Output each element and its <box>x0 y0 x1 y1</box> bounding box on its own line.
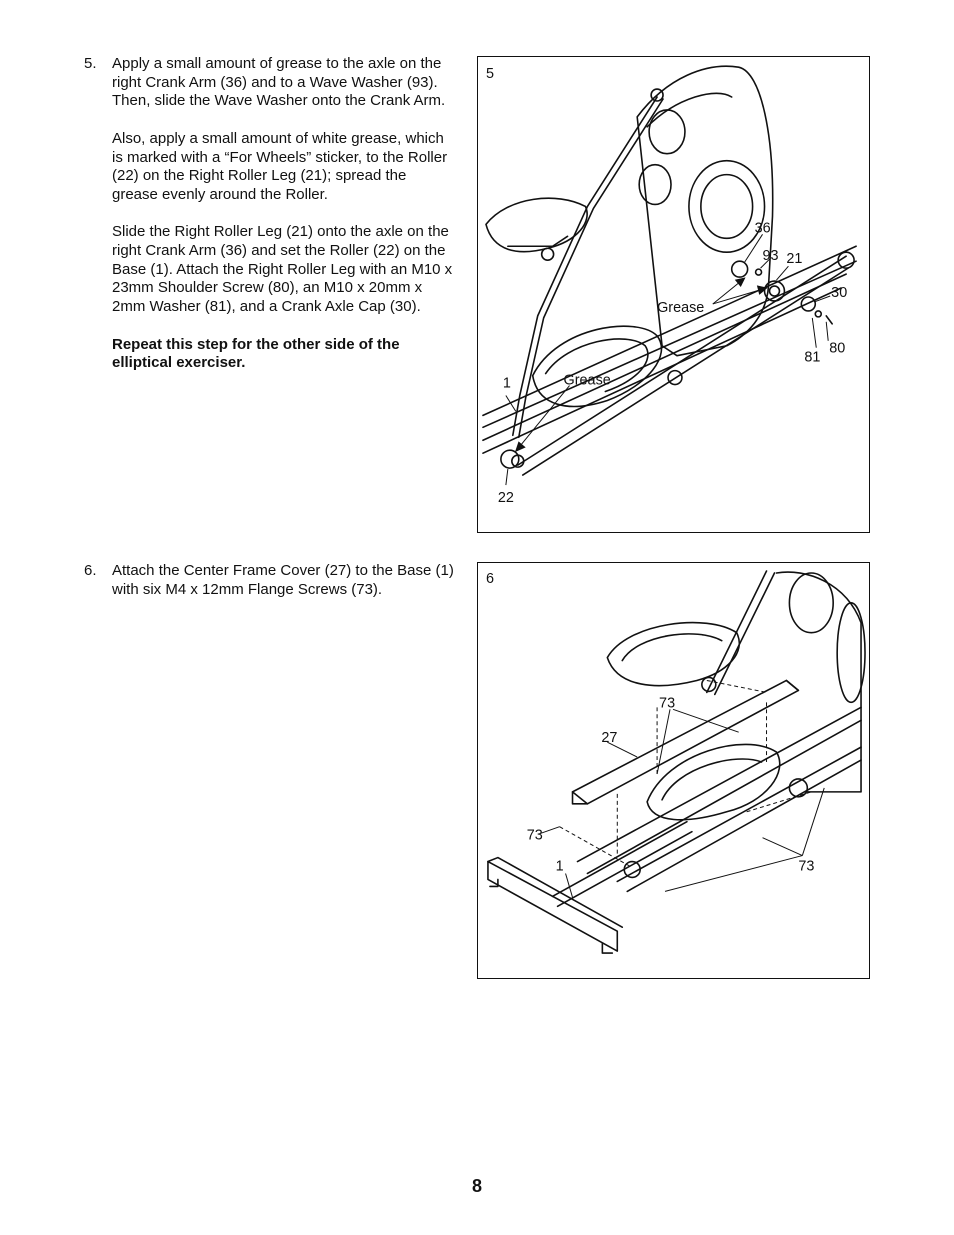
callout-73-top: 73 <box>659 695 675 711</box>
callout-30: 30 <box>831 285 847 301</box>
callout-grease-axle: Grease <box>657 300 704 316</box>
callout-21: 21 <box>786 251 802 267</box>
step-body: Attach the Center Frame Cover (27) to th… <box>112 562 454 599</box>
figure-5: 5 36 93 21 30 81 80 Grease Grease 1 22 <box>477 56 870 533</box>
callout-22: 22 <box>498 490 514 506</box>
step-paragraph: Apply a small amount of grease to the ax… <box>112 55 446 110</box>
figure-number: 6 <box>486 571 494 587</box>
figure-number: 5 <box>486 66 494 82</box>
callout-80: 80 <box>829 341 845 357</box>
callout-73-left: 73 <box>527 828 543 844</box>
callout-73-right: 73 <box>798 858 814 874</box>
callout-36: 36 <box>755 220 771 236</box>
step-5: 5. Apply a small amount of grease to the… <box>84 55 454 392</box>
callout-1: 1 <box>503 376 511 392</box>
figure-5-illustration: 5 36 93 21 30 81 80 Grease Grease 1 22 <box>482 65 857 506</box>
callout-1: 1 <box>556 858 564 874</box>
callout-81: 81 <box>804 350 820 366</box>
step-body: Apply a small amount of grease to the ax… <box>112 55 454 373</box>
callout-27: 27 <box>601 730 617 746</box>
step-number: 6. <box>84 562 97 579</box>
step-paragraph: Attach the Center Frame Cover (27) to th… <box>112 562 454 598</box>
step-paragraph: Also, apply a small amount of white grea… <box>112 129 448 203</box>
page-number: 8 <box>471 1176 482 1196</box>
step-paragraph: Slide the Right Roller Leg (21) onto the… <box>112 223 453 316</box>
callout-93: 93 <box>763 248 779 264</box>
step-number: 5. <box>84 55 97 72</box>
step-bold-note: Repeat this step for the other side of t… <box>112 335 400 372</box>
step-6: 6. Attach the Center Frame Cover (27) to… <box>84 562 454 618</box>
callout-grease-roller: Grease <box>564 373 611 389</box>
figure-6: 6 73 27 73 1 73 <box>477 562 870 979</box>
figure-6-illustration: 6 73 27 73 1 73 <box>486 570 866 954</box>
